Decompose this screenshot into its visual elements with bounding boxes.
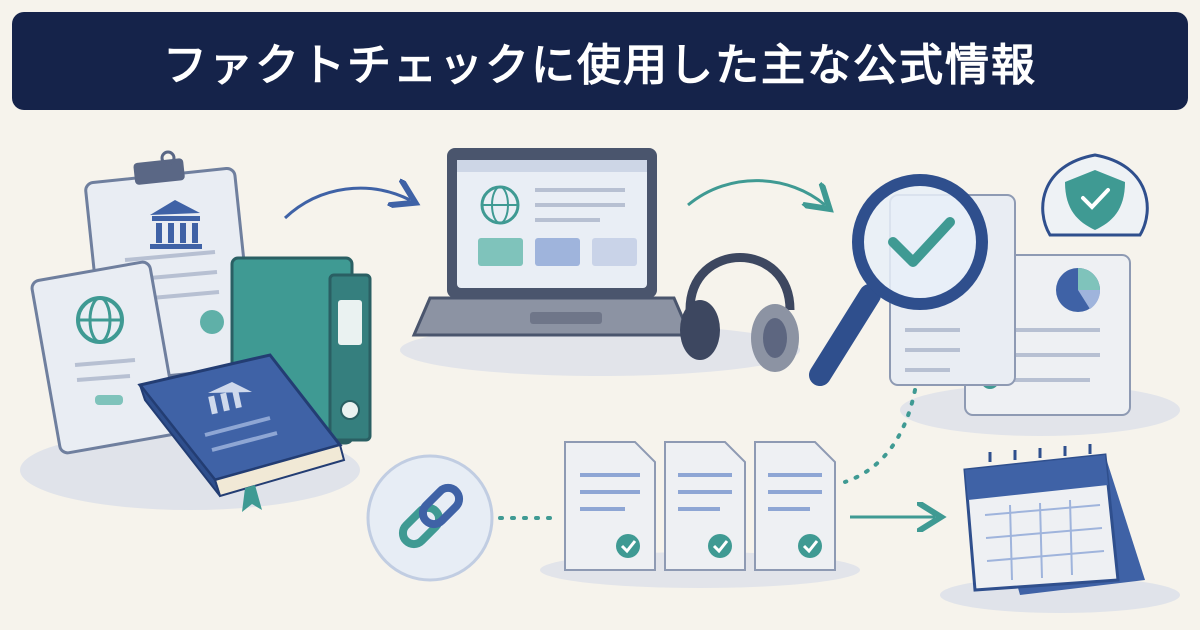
book-icon [137, 353, 346, 512]
calendar-icon [963, 444, 1145, 595]
arrow-connector [687, 179, 825, 205]
title-banner: ファクトチェックに使用した主な公式情報 [12, 12, 1188, 110]
document-check-icon [564, 441, 656, 571]
checkmark-icon [888, 217, 955, 267]
seal-icon [200, 310, 224, 334]
laptop-icon [411, 148, 693, 337]
page-title: ファクトチェックに使用した主な公式情報 [163, 40, 1037, 91]
magnifying-glass-icon [809, 174, 988, 386]
headphones-icon [680, 253, 799, 372]
government-building-icon [150, 200, 202, 249]
dotted-connector [843, 388, 917, 484]
document-check-icon [664, 441, 746, 571]
globe-document-icon [30, 260, 180, 455]
shield-check-icon [1041, 153, 1149, 237]
arrow-connector [283, 188, 410, 220]
link-icon [366, 454, 494, 582]
document-check-icon [754, 441, 836, 571]
